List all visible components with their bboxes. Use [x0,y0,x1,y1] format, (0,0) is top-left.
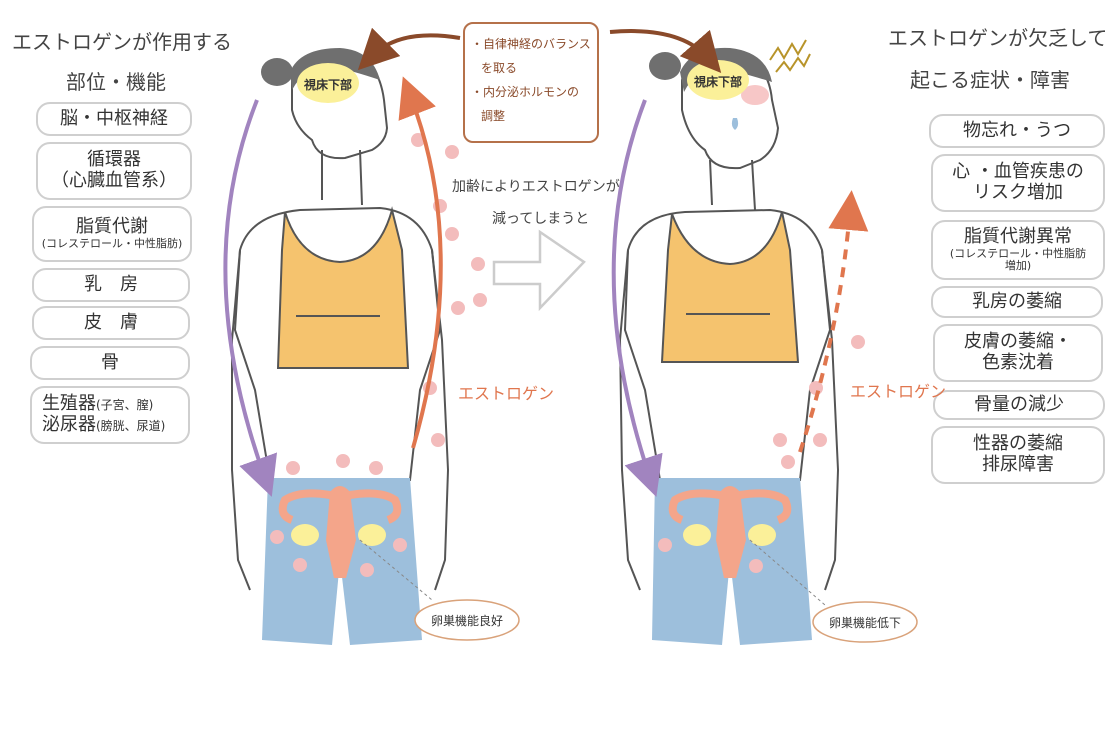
callout-line1: ・自律神経のバランス [471,37,591,51]
right-item-lipid-sub: (コレステロール・中性脂肪 [949,246,1087,260]
right-item-skin-atrophy-line2: 色素沈着 [982,352,1054,373]
left-item-breast-label: 乳 房 [84,273,138,295]
right-item-genital-line1: 性器の萎縮 [973,433,1063,455]
right-item-forgetfulness: 物忘れ・うつ [929,114,1105,148]
right-item-lipid-line1: 脂質代謝異常 [964,226,1072,248]
left-item-bone: 骨 [30,346,190,380]
orange-dashed-arrow-right [798,190,869,453]
right-woman-figure [618,47,840,645]
left-item-bone-label: 骨 [101,351,119,373]
purple-arrow-left [223,99,278,497]
right-item-skin-atrophy-line1: 皮膚の萎縮・ [964,331,1072,353]
right-item-bone-loss-label: 骨量の減少 [974,393,1064,415]
right-item-genital-line2: 排尿障害 [982,454,1054,475]
estrogen-dots-right [658,335,865,573]
callout-line2: を取る [481,61,518,75]
left-item-reproductive-note2: (膀胱、尿道) [96,419,166,433]
hypothalamus-label-left: 視床下部 [304,78,353,92]
right-item-lipid-sub2: 増加) [1004,259,1032,273]
left-item-brain-label: 脳・中枢神経 [60,107,168,129]
right-item-cardio: 心 ・血管疾患の リスク増加 [931,154,1105,212]
left-item-reproductive-note1: (子宮、膣) [96,398,154,413]
ovary-low-label: 卵巣機能低下 [829,616,902,630]
middle-text-line1: 加齢によりエストロゲンが [452,179,620,195]
ovary-good-label: 卵巣機能良好 [431,614,504,628]
orange-arrow-left [398,76,443,449]
left-item-circulatory-line2: （心臓血管系） [51,170,177,191]
left-item-brain: 脳・中枢神経 [36,102,192,136]
middle-text-line2: 減ってしまうと [492,211,590,227]
hypothalamus-left [297,63,359,103]
left-item-reproductive: 生殖器(子宮、膣) 泌尿器(膀胱、尿道) [30,386,190,444]
transition-arrow [492,229,586,312]
right-title-line2: 起こる症状・障害 [910,68,1070,92]
callout-line3: ・内分泌ホルモンの [471,85,580,99]
left-item-circulatory: 循環器 （心臓血管系） [36,142,192,200]
right-title-line1: エストロゲンが欠乏して [888,26,1108,50]
estrogen-label-right: エストロゲン [850,382,946,401]
left-item-reproductive-line1: 生殖器 [42,393,96,415]
ovary-good-oval [414,599,520,641]
left-item-skin-label: 皮 膚 [84,311,138,333]
right-item-lipid: 脂質代謝異常 (コレステロール・中性脂肪 増加) [931,220,1105,280]
right-item-cardio-line2: リスク増加 [973,182,1063,203]
brown-arrow-right [609,29,722,74]
right-item-breast-atrophy-label: 乳房の萎縮 [972,290,1062,312]
left-title-line1: エストロゲンが作用する [12,30,232,54]
callout-line4: 調整 [481,109,506,123]
right-item-genital: 性器の萎縮 排尿障害 [931,426,1105,484]
right-item-forgetfulness-label: 物忘れ・うつ [963,119,1071,141]
estrogen-label-left: エストロゲン [458,384,555,403]
left-item-reproductive-line2: 泌尿器 [42,414,96,435]
left-item-circulatory-line1: 循環器 [87,149,141,171]
hypothalamus-label-right: 視床下部 [694,75,743,89]
left-item-breast: 乳 房 [32,268,190,302]
right-item-breast-atrophy: 乳房の萎縮 [931,286,1103,318]
ovary-low-oval [812,601,918,643]
right-item-skin-atrophy: 皮膚の萎縮・ 色素沈着 [933,324,1103,382]
brown-arrow-left [357,27,461,71]
purple-arrow-right [611,99,663,497]
left-woman-figure [231,48,450,645]
left-title-line2: 部位・機能 [66,70,166,94]
right-item-cardio-line1: 心 ・血管疾患の [952,161,1084,183]
right-item-bone-loss: 骨量の減少 [933,390,1105,420]
autonomic-callout: ・自律神経のバランス を取る ・内分泌ホルモンの 調整 [463,22,599,143]
left-item-skin: 皮 膚 [32,306,190,340]
left-item-lipid-line1: 脂質代謝 [76,216,148,238]
stress-mark [769,39,807,61]
left-item-lipid: 脂質代謝 (コレステロール・中性脂肪) [32,206,192,262]
left-item-lipid-sub: (コレステロール・中性脂肪) [41,237,183,251]
